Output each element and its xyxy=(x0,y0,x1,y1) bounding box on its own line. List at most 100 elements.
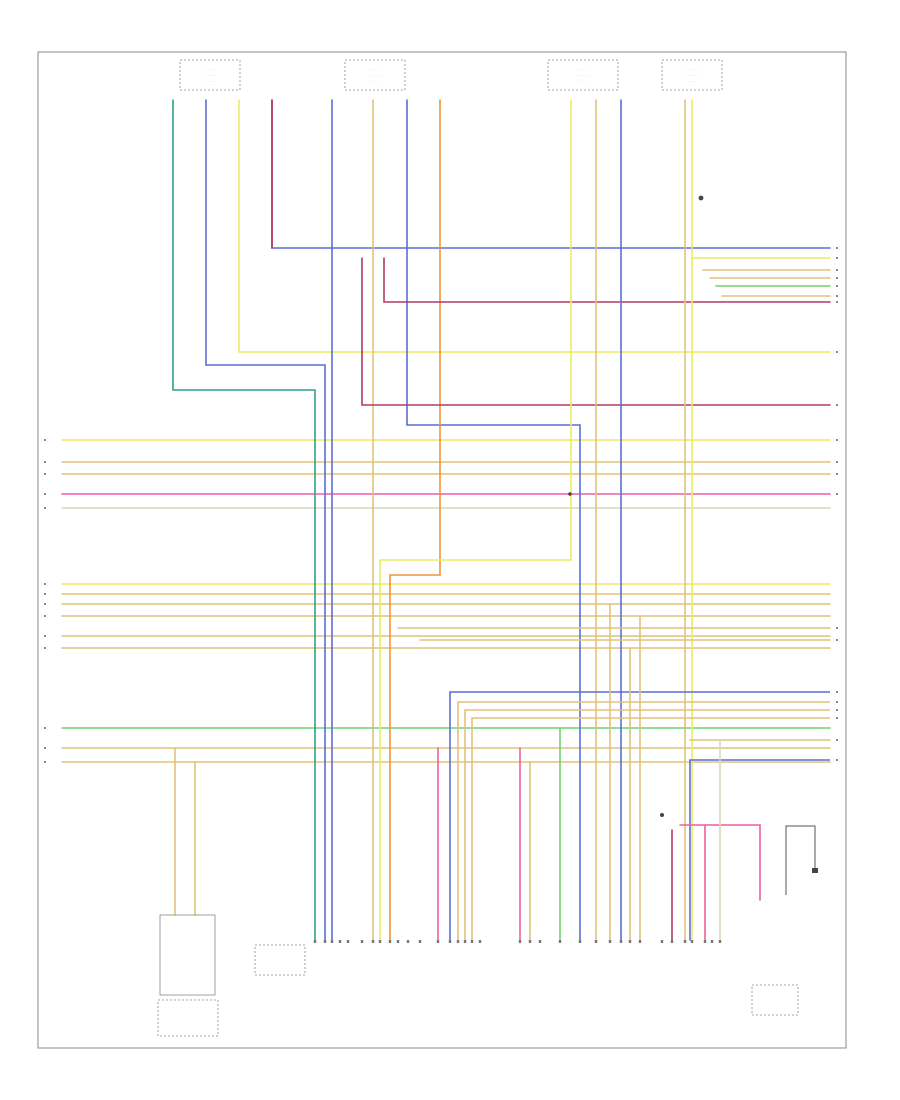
connector-pin xyxy=(660,940,664,943)
right-edge-tick xyxy=(836,277,838,279)
left-edge-tick xyxy=(44,593,46,595)
right-edge-tick xyxy=(836,295,838,297)
connector-pin xyxy=(638,940,642,943)
right-edge-tick xyxy=(836,285,838,287)
connector-pin xyxy=(371,940,375,943)
connector-pin xyxy=(690,940,694,943)
connector-pin xyxy=(323,940,327,943)
connector-pin xyxy=(436,940,440,943)
connector-pin xyxy=(388,940,392,943)
connector-pin xyxy=(478,940,482,943)
svg-text:· · · · · · ·: · · · · · · · xyxy=(369,73,381,77)
left-edge-tick xyxy=(44,747,46,749)
left-edge-tick xyxy=(44,439,46,441)
bottom-left-component xyxy=(157,914,219,1037)
connector-pin xyxy=(470,940,474,943)
left-edge-tick xyxy=(44,507,46,509)
wire-darkred-2 xyxy=(383,257,831,303)
connector-pin xyxy=(518,940,522,943)
svg-text:· · · · ·: · · · · · xyxy=(688,79,696,83)
connector-pin xyxy=(538,940,542,943)
connector-pin xyxy=(338,940,342,943)
connector-pin xyxy=(448,940,452,943)
right-edge-tick xyxy=(836,269,838,271)
connector-pin xyxy=(628,940,632,943)
right-edge-tick xyxy=(836,691,838,693)
connector-pin xyxy=(313,940,317,943)
right-edge-tick xyxy=(836,439,838,441)
right-edge-tick xyxy=(836,247,838,249)
wire-red-top xyxy=(271,99,831,249)
right-edge-tick xyxy=(836,759,838,761)
right-edge-marks xyxy=(836,247,838,761)
wire-r-718 xyxy=(471,717,830,941)
svg-text:· · · · ·: · · · · · xyxy=(579,79,587,83)
connector-pin xyxy=(463,940,467,943)
wire-blue xyxy=(205,99,326,941)
top-component-3: · · · · · · · · · · · · · · · · · · · xyxy=(547,59,619,91)
top-component-1: · · · · · · · · · · · · · · · · · · xyxy=(179,59,241,91)
svg-text:· · · · · · · ·: · · · · · · · · xyxy=(576,73,589,77)
diagram-frame xyxy=(37,51,847,1049)
left-edge-tick xyxy=(44,615,46,617)
connector-pin xyxy=(683,940,687,943)
svg-text:· · · · · ·: · · · · · · xyxy=(687,67,697,71)
connector-pin xyxy=(346,940,350,943)
connector-pin xyxy=(360,940,364,943)
connector-pin xyxy=(406,940,410,943)
right-edge-tick xyxy=(836,639,838,641)
right-edge-tick xyxy=(836,473,838,475)
connector-pin xyxy=(418,940,422,943)
right-edge-tick xyxy=(836,717,838,719)
left-edge-tick xyxy=(44,583,46,585)
wire-yellow-2 xyxy=(379,99,572,941)
splice-marks xyxy=(568,195,704,817)
connector-pin xyxy=(558,940,562,943)
wire-pink-loop-2 xyxy=(704,824,761,901)
wire-blue-3 xyxy=(406,99,581,941)
wire-r-710 xyxy=(464,709,830,941)
wire-orange xyxy=(389,99,441,941)
right-edge-tick xyxy=(836,301,838,303)
svg-text:· · · · · ·: · · · · · · xyxy=(205,67,215,71)
top-component-4: · · · · · · · · · · · · · · · · · · xyxy=(661,59,723,91)
right-edge-tick xyxy=(836,709,838,711)
connector-pin xyxy=(456,940,460,943)
connector-pin xyxy=(710,940,714,943)
svg-text:· · · · · ·: · · · · · · xyxy=(370,67,380,71)
wire-yellow xyxy=(238,99,831,353)
wire-teal xyxy=(172,99,316,941)
wire-darkred xyxy=(361,257,831,406)
svg-text:· · · · ·: · · · · · xyxy=(206,79,214,83)
right-edge-tick xyxy=(836,351,838,353)
right-edge-tick xyxy=(836,739,838,741)
left-edge-marks xyxy=(44,439,46,763)
connector-pin xyxy=(718,940,722,943)
left-edge-tick xyxy=(44,761,46,763)
pcm-label-area xyxy=(254,944,306,976)
left-edge-tick xyxy=(44,493,46,495)
left-edge-tick xyxy=(44,461,46,463)
right-edge-tick xyxy=(836,627,838,629)
connector-pin xyxy=(378,940,382,943)
bottom-right-component xyxy=(751,825,818,1016)
connector-pin xyxy=(528,940,532,943)
connector-pin xyxy=(619,940,623,943)
right-edge-tick xyxy=(836,257,838,259)
svg-text:· · · · · ·: · · · · · · xyxy=(578,67,588,71)
top-component-labels: · · · · · · · · · · · · · · · · · · · · … xyxy=(179,59,723,91)
right-edge-tick xyxy=(836,493,838,495)
svg-text:· · · · ·: · · · · · xyxy=(371,79,379,83)
right-edge-tick xyxy=(836,461,838,463)
left-edge-tick xyxy=(44,635,46,637)
left-edge-tick xyxy=(44,603,46,605)
svg-text:· · · · · · ·: · · · · · · · xyxy=(686,73,698,77)
top-component-2: · · · · · · · · · · · · · · · · · · xyxy=(344,59,406,91)
connector-pin xyxy=(396,940,400,943)
svg-text:· · · · · · ·: · · · · · · · xyxy=(204,73,216,77)
wire-r-702 xyxy=(457,701,830,941)
connector-pin xyxy=(670,940,674,943)
left-edge-tick xyxy=(44,473,46,475)
connector-pin xyxy=(594,940,598,943)
wire-r-760 xyxy=(689,759,830,941)
